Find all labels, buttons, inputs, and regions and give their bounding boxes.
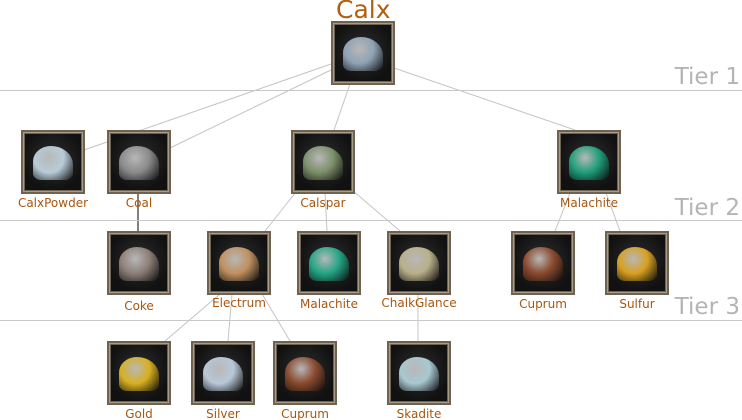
node-silver[interactable]: Silver <box>191 341 255 420</box>
node-label: Gold <box>125 407 153 420</box>
link-electrum-gold <box>164 293 221 342</box>
link-calx-coal <box>169 69 332 149</box>
node-cuprum[interactable]: Cuprum <box>511 231 575 311</box>
link-malachite-cuprum <box>554 192 571 232</box>
root-title: Calx <box>336 0 391 24</box>
node-label: Sulfur <box>619 297 655 311</box>
node-malachite-2[interactable]: Malachite <box>297 231 361 311</box>
node-label: Skadite <box>396 407 442 420</box>
node-chalkglance[interactable]: ChalkGlance <box>381 231 457 310</box>
link-calspar-chalkglance <box>351 189 401 232</box>
node-label: Malachite <box>299 297 359 311</box>
node-label: Coke <box>124 299 154 313</box>
node-label: Cuprum <box>519 297 567 311</box>
link-calspar-malachite <box>324 192 328 232</box>
coal-item-icon <box>107 130 171 194</box>
node-label: Malachite <box>559 196 619 210</box>
node-coke[interactable]: Coke <box>107 231 171 313</box>
coke-item-icon <box>107 231 171 295</box>
node-calx[interactable] <box>331 21 395 85</box>
node-label: Cuprum <box>281 407 329 420</box>
tier-divider <box>0 90 742 91</box>
tier-label-3: Tier 3 <box>674 294 740 320</box>
node-electrum[interactable]: Electrum <box>207 231 271 310</box>
link-malachite-sulfur <box>605 192 621 232</box>
link-calspar-electrum <box>264 191 297 232</box>
link-electrum-silver <box>227 293 233 342</box>
link-electrum-cuprum <box>261 293 291 342</box>
node-coal[interactable]: Coal <box>107 130 171 210</box>
gold-item-icon <box>107 341 171 405</box>
tier-divider <box>0 220 742 221</box>
node-malachite[interactable]: Malachite <box>557 130 621 210</box>
node-label: Coal <box>125 196 153 210</box>
tier-label-1: Tier 1 <box>674 64 740 90</box>
cuprum-item-icon <box>511 231 575 295</box>
node-calspar[interactable]: Calspar <box>291 130 355 210</box>
electrum-item-icon <box>207 231 271 295</box>
cuprum-item-icon <box>273 341 337 405</box>
skadite-item-icon <box>387 341 451 405</box>
node-label: ChalkGlance <box>381 296 457 310</box>
link-calx-malachite <box>393 67 576 131</box>
sulfur-item-icon <box>605 231 669 295</box>
node-label: CalxPowder <box>17 196 89 210</box>
malachite-item-icon <box>297 231 361 295</box>
chalkglance-item-icon <box>387 231 451 295</box>
tier-label-2: Tier 2 <box>674 195 740 221</box>
calxpowder-item-icon <box>21 130 85 194</box>
node-label: Calspar <box>300 196 346 210</box>
node-label: Electrum <box>212 296 266 310</box>
node-cuprum-2[interactable]: Cuprum <box>273 341 337 420</box>
tier-divider <box>0 320 742 321</box>
link-calx-calspar <box>333 83 351 131</box>
node-label: Silver <box>206 407 240 420</box>
malachite-item-icon <box>557 130 621 194</box>
calspar-item-icon <box>291 130 355 194</box>
node-calxpowder[interactable]: CalxPowder <box>18 130 88 210</box>
node-gold[interactable]: Gold <box>107 341 171 420</box>
silver-item-icon <box>191 341 255 405</box>
calx-item-icon <box>331 21 395 85</box>
node-skadite[interactable]: Skadite <box>387 341 451 420</box>
node-sulfur[interactable]: Sulfur <box>605 231 669 311</box>
